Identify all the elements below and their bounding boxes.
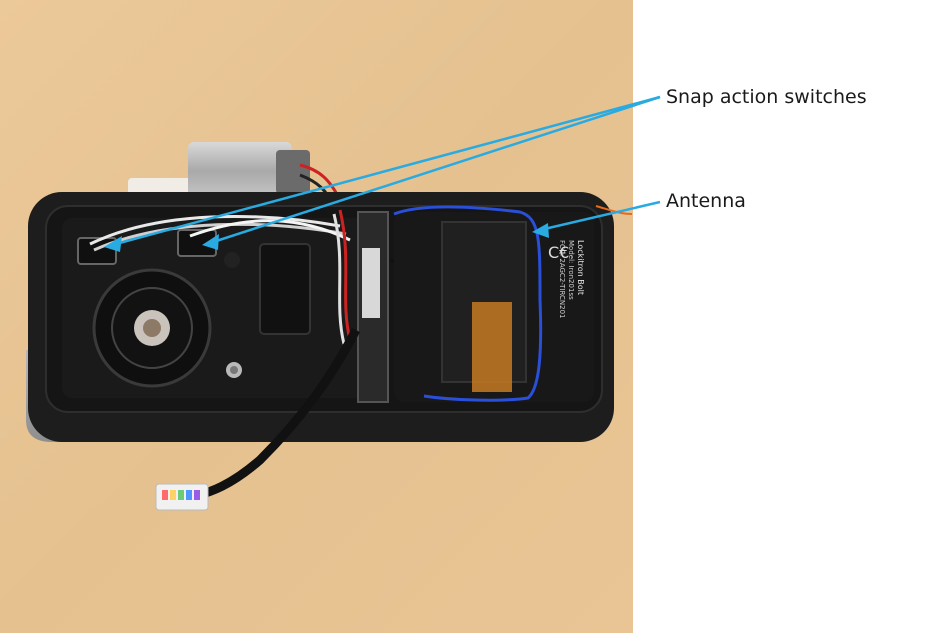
left-compartment — [62, 214, 372, 398]
device-label-line-2: Model: Iron201ss — [567, 240, 575, 300]
device-photo: FCC: 2AGC2-TIRCN201 Model: Iron201ss Loc… — [0, 0, 633, 633]
label-antenna: Antenna — [666, 190, 746, 212]
label-snap-action-switches: Snap action switches — [666, 86, 867, 108]
device-label-line-3: Lockitron Bolt — [576, 240, 585, 295]
device-label-line-1: FCC: 2AGC2-TIRCN201 — [558, 240, 566, 319]
ce-mark: C€ — [548, 243, 569, 262]
ribbon-cable — [155, 327, 360, 511]
battery-compartment: FCC: 2AGC2-TIRCN201 Model: Iron201ss Loc… — [394, 212, 594, 402]
